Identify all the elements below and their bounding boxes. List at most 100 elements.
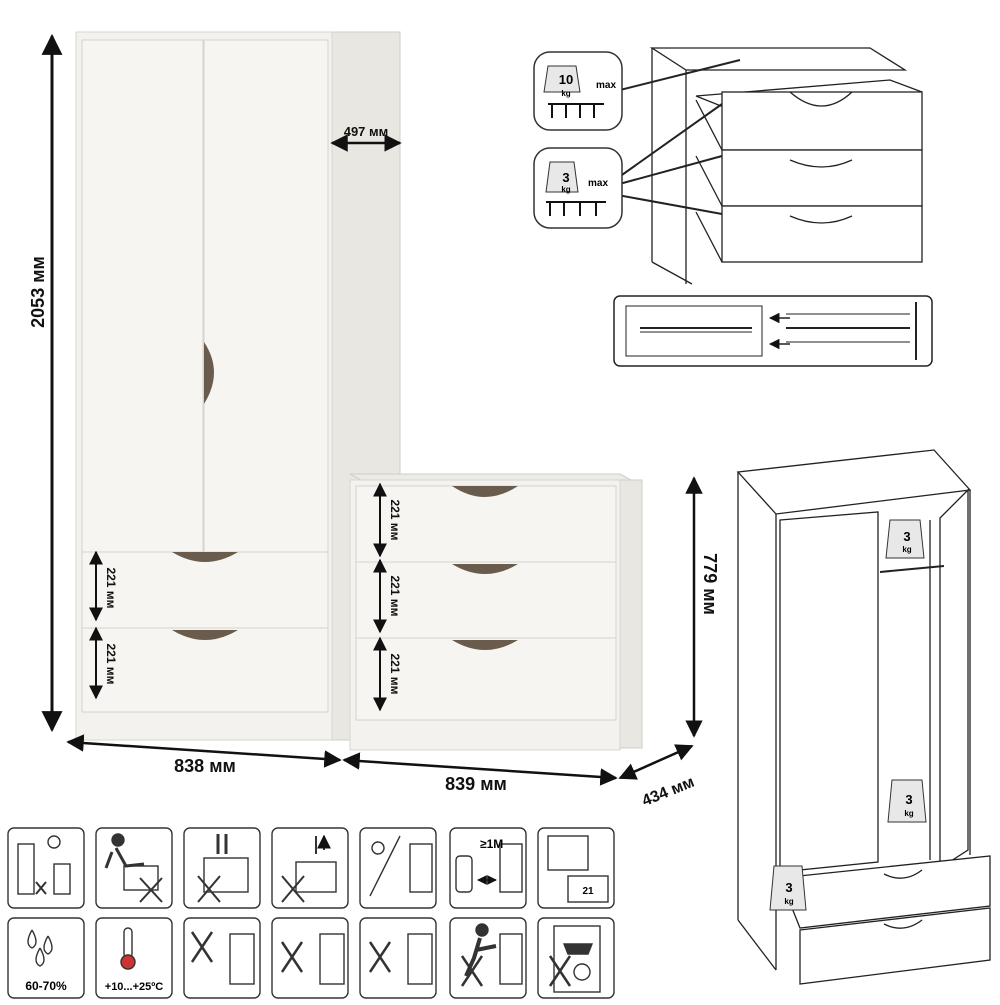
- wardrobe-outline-icon: [319, 933, 345, 985]
- cross-icon: [548, 955, 572, 987]
- wardrobe-outline-icon: [499, 843, 523, 893]
- wardrobe-outline-icon: [229, 933, 255, 985]
- dresser-drawer-1-handle: [452, 486, 518, 497]
- open-right-door: [939, 488, 969, 870]
- jump-arrows-icon: [316, 836, 324, 854]
- cabinet-outline-icon: [295, 861, 337, 893]
- width-839-label: 839 мм: [445, 774, 507, 794]
- open-drawer-front-1: [721, 91, 923, 151]
- open-wardrobe-drawer: [779, 855, 991, 929]
- drawer-front-2: [721, 149, 923, 207]
- wardrobe-outline-icon: [499, 933, 523, 985]
- cabinet-outline-icon: [17, 843, 35, 895]
- rail-load-badge: 3 kg: [887, 779, 927, 823]
- wardrobe-drawer-2: [81, 627, 329, 713]
- rail-load-unit: kg: [904, 809, 913, 818]
- cross-icon: [190, 931, 214, 963]
- cabinet-outline-icon: [123, 865, 159, 891]
- care-icon-frame-10: [183, 917, 261, 999]
- down-arrows-icon: [546, 201, 606, 216]
- wardrobe-shelf: [879, 565, 945, 573]
- calendar-number: 21: [582, 886, 594, 897]
- load-dresser-bottom-edge: [651, 261, 693, 285]
- width-839-arrow: [342, 752, 618, 786]
- care-icon-frame-6: [449, 827, 527, 909]
- shelf-load-badge: 3 kg: [885, 519, 925, 559]
- drawer-load-badge: 3 kg max: [533, 147, 623, 229]
- open-wardrobe-drawer-handle: [883, 869, 923, 879]
- cross-icon: [197, 875, 221, 903]
- depth-497-label: 497 мм: [344, 124, 389, 139]
- dresser-load-diagram: [611, 47, 923, 285]
- slide-left-part: [625, 305, 763, 357]
- wardrobe-drawer-2-height-label: 221 мм: [104, 643, 118, 684]
- weight-icon: [769, 865, 807, 911]
- open-wardrobe-diagram: [736, 449, 991, 985]
- load-dresser-top: [649, 47, 908, 71]
- drawer-load-pointer-2: [611, 155, 723, 187]
- wardrobe-drawer-2-handle: [172, 630, 238, 640]
- width-838-label: 838 мм: [174, 756, 236, 776]
- top-load-value: 10: [559, 72, 573, 87]
- humidity-label: 60-70%: [25, 979, 67, 993]
- shelf-load-value: 3: [903, 529, 910, 544]
- cabinet-outline-icon: [553, 925, 601, 993]
- care-icon-frame-7: [537, 827, 615, 909]
- wardrobe-drawer-1-height-label: 221 мм: [104, 567, 118, 608]
- open-wardrobe-top: [736, 449, 972, 515]
- window-icon: [547, 835, 589, 871]
- wardrobe-outline-icon: [409, 843, 433, 893]
- top-load-pointer: [611, 59, 741, 93]
- width-838-arrow: [66, 734, 342, 768]
- open-wardrobe-bottom-edge: [737, 919, 777, 971]
- cross-icon: [139, 877, 163, 903]
- care-icons: [7, 827, 615, 999]
- care-icon-frame-3: [183, 827, 261, 909]
- heater-icon: [455, 855, 473, 893]
- care-icon-frame-8: [7, 917, 85, 999]
- dresser-drawer-2: [355, 561, 617, 643]
- wardrobe: [75, 31, 401, 741]
- depth-434-arrow: [618, 744, 694, 780]
- dresser-drawer-3-height-label: 221 мм: [388, 653, 402, 694]
- drawer-handle-3: [789, 215, 853, 224]
- drawer-runner-2: [695, 155, 723, 207]
- drawer-runner-1: [695, 99, 723, 151]
- person-head-icon: [475, 923, 489, 937]
- wardrobe-drawer-load-unit: kg: [784, 897, 793, 906]
- drawer-load-pointer-1: [611, 103, 723, 183]
- anvil-icon: [562, 943, 594, 955]
- dresser-drawer-3: [355, 637, 617, 721]
- cabinet-outline-icon: [53, 863, 71, 895]
- shelf-load-unit: kg: [902, 545, 911, 554]
- care-icon-frame-13: [449, 917, 527, 999]
- person-head-icon: [111, 833, 125, 847]
- care-icon-frame-5: [359, 827, 437, 909]
- person-head-icon: [47, 835, 61, 849]
- cross-icon: [35, 881, 47, 895]
- humidity-drops-icon: [27, 929, 53, 967]
- wardrobe-outline-icon: [407, 933, 433, 985]
- care-icon-frame-11: [271, 917, 349, 999]
- wardrobe-left-door: [81, 39, 204, 553]
- person-standing-icon: [216, 834, 228, 854]
- wardrobe-door-handle: [204, 342, 214, 404]
- top-load-unit: kg: [561, 89, 570, 98]
- weight-icon: [887, 779, 927, 823]
- care-icon-frame-1: [7, 827, 85, 909]
- depth-434-label: 434 мм: [640, 774, 697, 810]
- cross-icon: [368, 941, 392, 973]
- height-779-label: 779 мм: [700, 553, 720, 615]
- dresser-drawer-1: [355, 485, 617, 569]
- drawer-runner-3: [695, 211, 723, 263]
- cross-icon: [281, 875, 305, 903]
- weight-icon: [543, 65, 581, 93]
- open-left-door: [779, 511, 879, 873]
- cross-icon: [460, 955, 484, 987]
- drawer-load-value: 3: [562, 170, 569, 185]
- weight-icon: [545, 161, 579, 193]
- sun-icon: [371, 841, 385, 855]
- wardrobe-drawer-load-value: 3: [785, 880, 792, 895]
